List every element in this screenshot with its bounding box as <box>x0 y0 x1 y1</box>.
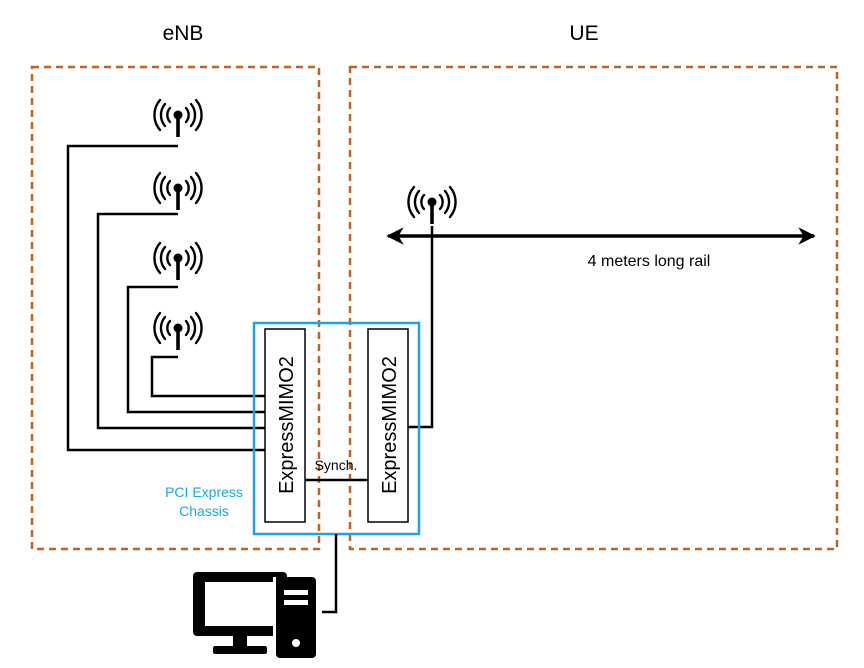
antenna-icon <box>153 311 203 352</box>
ue-region <box>348 65 839 551</box>
antenna-icon <box>153 241 203 282</box>
computer-cable <box>322 534 338 614</box>
computer-icon <box>193 572 316 658</box>
synch-label: Synch. <box>315 457 358 473</box>
antenna-cable-4 <box>150 355 265 398</box>
ue-title: UE <box>569 22 598 45</box>
antenna-icon <box>407 185 457 226</box>
ue-antenna-cable <box>408 226 434 429</box>
antenna-cable-2 <box>96 212 265 430</box>
card-left-label: ExpressMIMO2 <box>276 356 298 494</box>
antenna-cable-1 <box>66 144 265 452</box>
enb-region <box>30 65 321 551</box>
chassis-label-line2: Chassis <box>179 503 229 519</box>
expressmimo2-card-right <box>367 328 409 523</box>
antenna-icon <box>153 98 203 139</box>
enb-title: eNB <box>163 22 204 45</box>
expressmimo2-card-left <box>264 328 306 523</box>
antenna-icon <box>153 171 203 212</box>
antenna-cable-3 <box>126 285 265 414</box>
card-right-label: ExpressMIMO2 <box>379 356 401 494</box>
rail-label: 4 meters long rail <box>588 253 711 270</box>
chassis-label-line1: PCI Express <box>165 484 243 500</box>
